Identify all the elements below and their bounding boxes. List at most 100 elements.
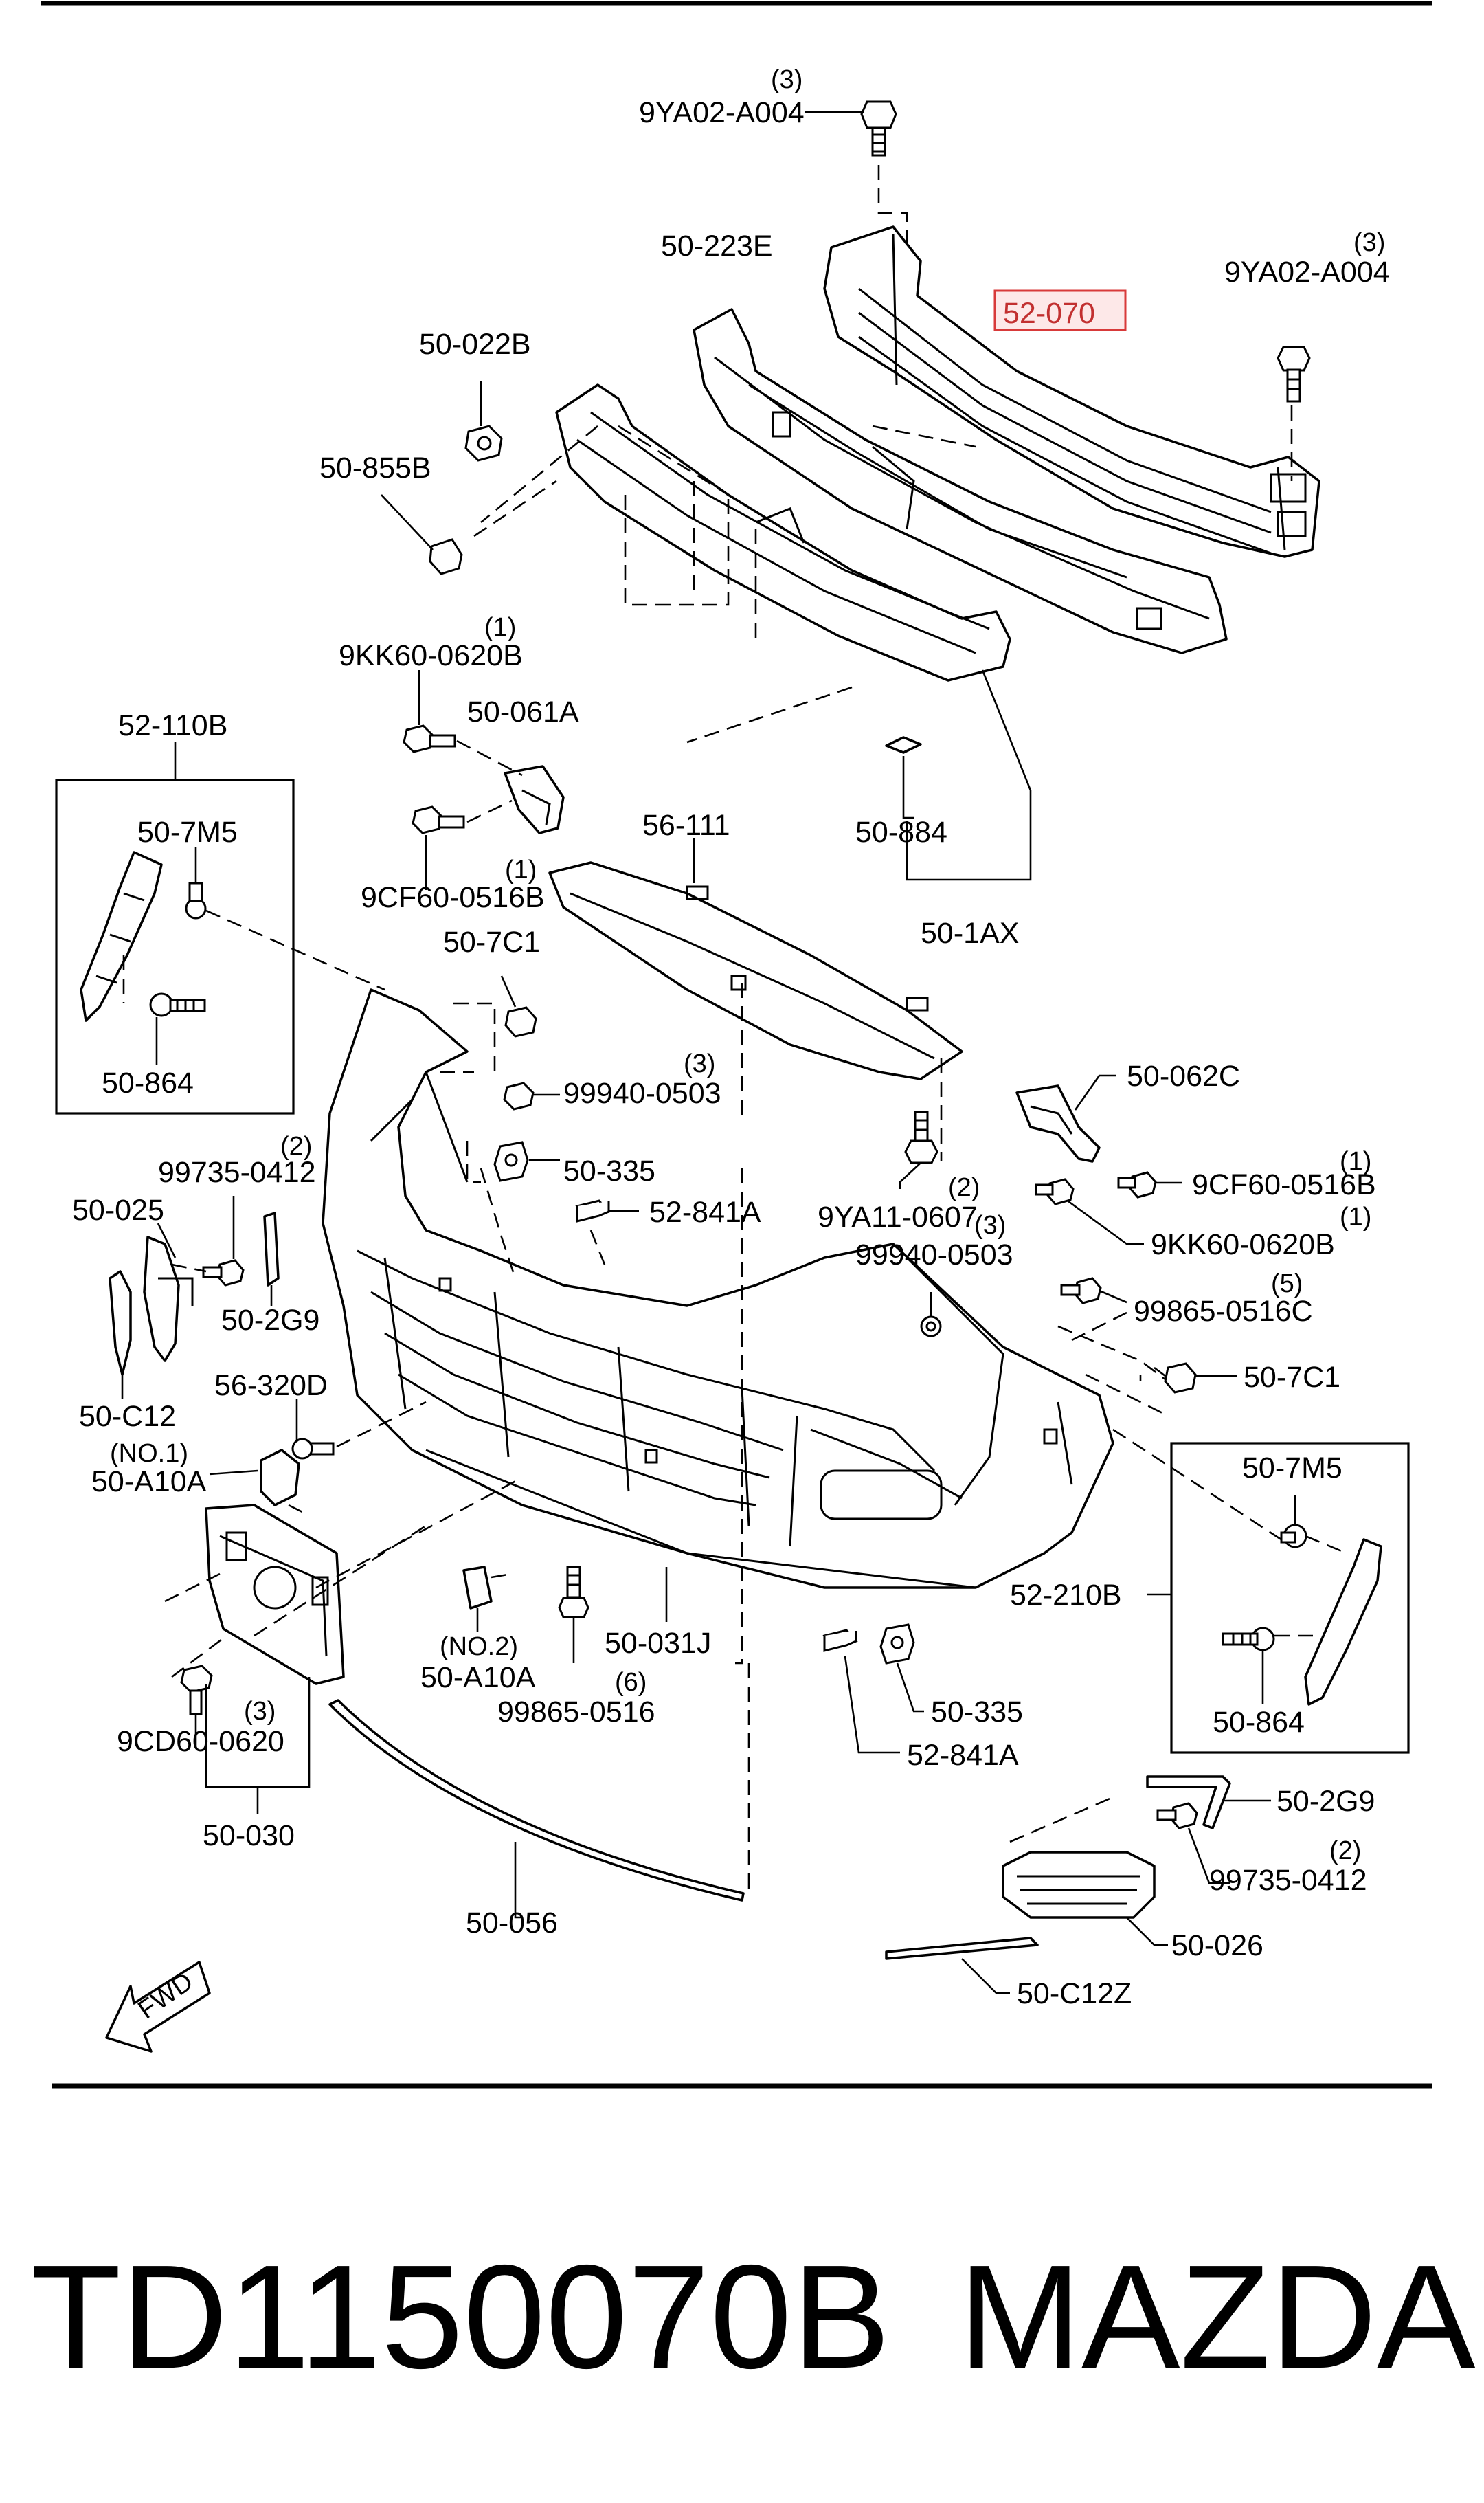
label-clip-7c1-left: 50-7C1 xyxy=(443,926,540,959)
footer-part-number: TD1150070B xyxy=(31,2234,890,2399)
label-bolt-9kk-left-qty: (1) xyxy=(484,613,516,642)
screw-99940-right-icon xyxy=(920,1315,942,1337)
label-part-2g9-left: 50-2G9 xyxy=(221,1304,319,1337)
label-clip-855b: 50-855B xyxy=(319,452,431,485)
label-guide-111: 56-111 xyxy=(642,809,730,842)
label-reinforcement-223e: 50-223E xyxy=(661,230,773,263)
label-part-884: 50-884 xyxy=(855,816,947,849)
label-bolt-9cf-right-qty: (1) xyxy=(1340,1147,1371,1176)
label-no1: (NO.1) xyxy=(110,1439,188,1468)
label-part-c12z: 50-C12Z xyxy=(1017,1977,1132,2010)
label-cap-a10a-left: 50-A10A xyxy=(91,1465,207,1498)
label-screw-99865-right: 99865-0516C xyxy=(1134,1295,1313,1328)
part-2g9-right-icon xyxy=(1146,1775,1231,1829)
side-bracket-left-icon xyxy=(80,851,163,1022)
label-box-right-title: 52-210B xyxy=(1010,1579,1122,1612)
footer-brand: MAZDA xyxy=(958,2234,1476,2399)
reinforcement-223e xyxy=(693,308,1228,654)
label-bracket-061a: 50-061A xyxy=(467,696,579,728)
label-highlight-part: 52-070 xyxy=(1003,297,1095,330)
label-right-bolt-qty: (3) xyxy=(1353,228,1385,257)
label-bolt-9cf-right: 9CF60-0516B xyxy=(1192,1168,1376,1201)
part-2g9-left-icon xyxy=(263,1212,280,1287)
label-screw-99735-left: 99735-0412 xyxy=(158,1156,316,1189)
bolt-9cf-left-icon xyxy=(412,805,465,834)
front-bumper-031j xyxy=(322,988,1114,1589)
molding-c12-icon xyxy=(109,1270,132,1376)
screw-99735-right-icon xyxy=(1156,1802,1198,1829)
label-part-025: 50-025 xyxy=(72,1194,164,1227)
label-nut-335-right: 50-335 xyxy=(931,1695,1023,1728)
nut-335-left-icon xyxy=(493,1141,529,1182)
fwd-arrow-icon xyxy=(105,1961,211,2053)
license-plate-bracket-030 xyxy=(205,1504,345,1685)
label-bolt-9cd-qty: (3) xyxy=(244,1697,276,1726)
cover-025-icon xyxy=(143,1236,194,1362)
label-bumper-031j: 50-031J xyxy=(605,1627,711,1660)
label-cap-a10a-right: 50-A10A xyxy=(420,1661,536,1694)
label-screw-99940-right-qty: (3) xyxy=(974,1211,1006,1240)
label-grille-026: 50-026 xyxy=(1171,1929,1263,1962)
cap-a10a-right-icon xyxy=(462,1566,493,1610)
highlight-box xyxy=(993,289,1127,331)
screw-99865-right-icon xyxy=(1060,1277,1102,1304)
clip-855b-icon xyxy=(429,538,463,575)
label-box-right-864: 50-864 xyxy=(1213,1706,1305,1739)
label-screw-99865: 99865-0516 xyxy=(497,1695,655,1728)
label-bolt-9cd: 9CD60-0620 xyxy=(117,1725,284,1758)
label-clip-841a-right: 52-841A xyxy=(907,1739,1019,1772)
label-bracket-062c: 50-062C xyxy=(1127,1060,1240,1093)
screw-864-right-icon xyxy=(1222,1627,1275,1651)
label-clip-7c1-right: 50-7C1 xyxy=(1244,1361,1340,1394)
nut-335-right-icon xyxy=(879,1623,915,1665)
label-box-left-7m5: 50-7M5 xyxy=(137,816,238,849)
clip-022b-icon xyxy=(464,425,503,462)
label-screw-99940-left: 99940-0503 xyxy=(563,1077,721,1110)
clip-7c1-left-icon xyxy=(504,1006,537,1038)
shroud-56-111 xyxy=(548,861,963,1080)
clip-841a-left-icon xyxy=(575,1199,611,1223)
label-bolt-9ya11-qty: (2) xyxy=(948,1173,980,1202)
fog-grille-026-icon xyxy=(1002,1851,1156,1919)
right-bolt-icon xyxy=(1277,346,1311,403)
label-plate-030: 50-030 xyxy=(203,1819,295,1852)
label-bolt-9kk-right-qty: (1) xyxy=(1340,1203,1371,1232)
bolt-9cd-icon xyxy=(180,1665,213,1715)
label-nut-335-left: 50-335 xyxy=(563,1155,655,1188)
box-right xyxy=(1170,1442,1410,1754)
side-bracket-right-icon xyxy=(1304,1538,1382,1706)
screw-7m5-left-icon xyxy=(185,882,207,920)
label-top-bolt-qty: (3) xyxy=(771,65,802,94)
bolt-9cf-right-icon xyxy=(1117,1171,1157,1199)
bolt-9kk-right-icon xyxy=(1035,1178,1075,1205)
screw-864-left-icon xyxy=(149,992,206,1017)
label-part-c12: 50-C12 xyxy=(79,1400,176,1433)
label-clip-841a-left: 52-841A xyxy=(649,1196,761,1229)
bracket-320d-icon xyxy=(260,1438,335,1506)
bracket-062c-icon xyxy=(1015,1084,1101,1163)
clip-7c1-right-icon xyxy=(1164,1362,1197,1394)
label-part-1ax: 50-1AX xyxy=(921,917,1019,950)
label-screw-99940-right: 99940-0503 xyxy=(855,1238,1013,1271)
label-bolt-9cf-left: 9CF60-0516B xyxy=(361,881,545,914)
label-box-left-title: 52-110B xyxy=(118,709,227,742)
bumper-reinforcement xyxy=(823,225,1320,558)
label-screw-99865-right-qty: (5) xyxy=(1271,1269,1303,1298)
label-no2: (NO.2) xyxy=(440,1632,518,1661)
label-bolt-9cf-left-qty: (1) xyxy=(505,856,537,885)
label-bracket-320d: 56-320D xyxy=(214,1369,328,1402)
label-bolt-9ya11: 9YA11-0607 xyxy=(818,1201,978,1234)
label-box-left-864: 50-864 xyxy=(102,1067,194,1100)
label-screw-99735-right: 99735-0412 xyxy=(1209,1864,1367,1897)
bracket-061a-icon xyxy=(504,765,565,834)
label-bolt-9kk-left: 9KK60-0620B xyxy=(339,639,523,672)
screw-7m5-right-icon xyxy=(1280,1524,1307,1548)
molding-c12z-icon xyxy=(885,1937,1039,1960)
screw-99735-left-icon xyxy=(202,1259,245,1287)
label-screw-99735-right-qty: (2) xyxy=(1329,1836,1361,1865)
bolt-9kk-left-icon xyxy=(403,724,456,753)
label-screw-99940-left-qty: (3) xyxy=(684,1049,715,1078)
label-bolt-9kk-right: 9KK60-0620B xyxy=(1151,1228,1335,1261)
label-top-bolt: 9YA02-A004 xyxy=(639,96,805,129)
